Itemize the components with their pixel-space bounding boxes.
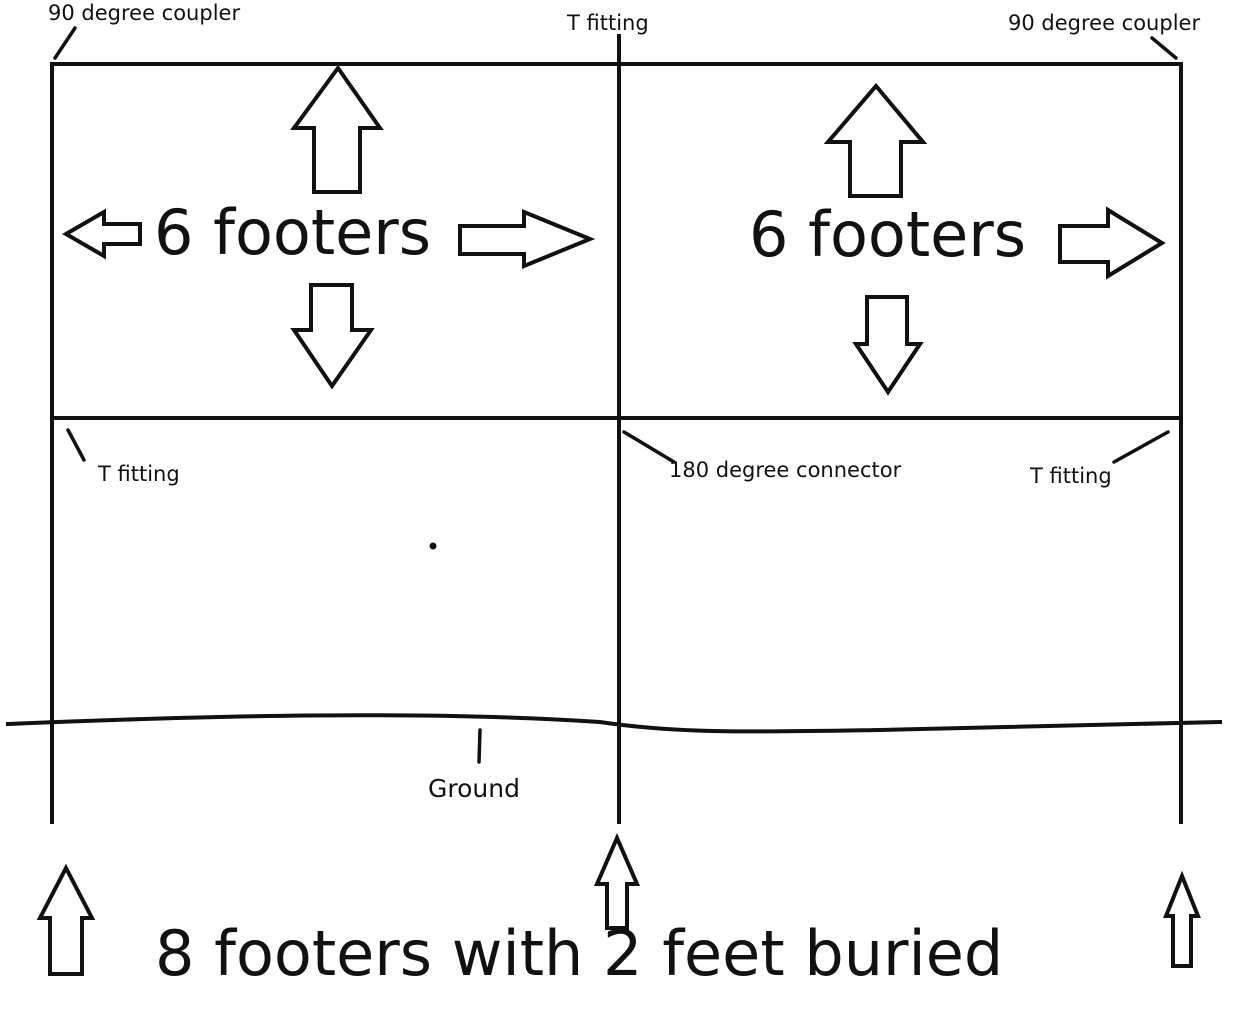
frame bbox=[50, 34, 1183, 824]
right-section-label: 6 footers bbox=[749, 198, 1026, 271]
left-right-arrow bbox=[458, 209, 596, 269]
t-top-label: T fitting bbox=[566, 11, 649, 35]
coupler-right-label: 90 degree coupler bbox=[1008, 11, 1200, 35]
ground-label: Ground bbox=[428, 774, 520, 803]
connector-180-label: 180 degree connector bbox=[669, 458, 902, 482]
stray-dot bbox=[429, 542, 437, 550]
right-down-arrow bbox=[852, 295, 924, 396]
ground-leader bbox=[477, 728, 482, 764]
right-right-arrow bbox=[1058, 206, 1166, 280]
right-up-arrow bbox=[823, 82, 928, 198]
bottom-center-arrow bbox=[593, 832, 641, 930]
left-left-arrow bbox=[62, 208, 142, 260]
coupler-right-leader bbox=[1150, 36, 1178, 60]
connector-180-leader bbox=[622, 430, 676, 464]
bottom-caption: 8 footers with 2 feet buried bbox=[155, 917, 1003, 990]
left-section-label: 6 footers bbox=[154, 196, 431, 269]
coupler-left-label: 90 degree coupler bbox=[48, 1, 240, 25]
bottom-left-arrow bbox=[36, 863, 96, 976]
t-left-label: T fitting bbox=[97, 462, 180, 486]
bottom-right-arrow bbox=[1163, 870, 1201, 968]
t-left-leader bbox=[66, 428, 86, 462]
t-right-label: T fitting bbox=[1029, 464, 1112, 488]
left-down-arrow bbox=[290, 283, 375, 390]
coupler-left-leader bbox=[53, 26, 77, 60]
t-right-leader bbox=[1112, 430, 1170, 464]
ground-line bbox=[5, 713, 1223, 734]
left-up-arrow bbox=[290, 64, 384, 194]
